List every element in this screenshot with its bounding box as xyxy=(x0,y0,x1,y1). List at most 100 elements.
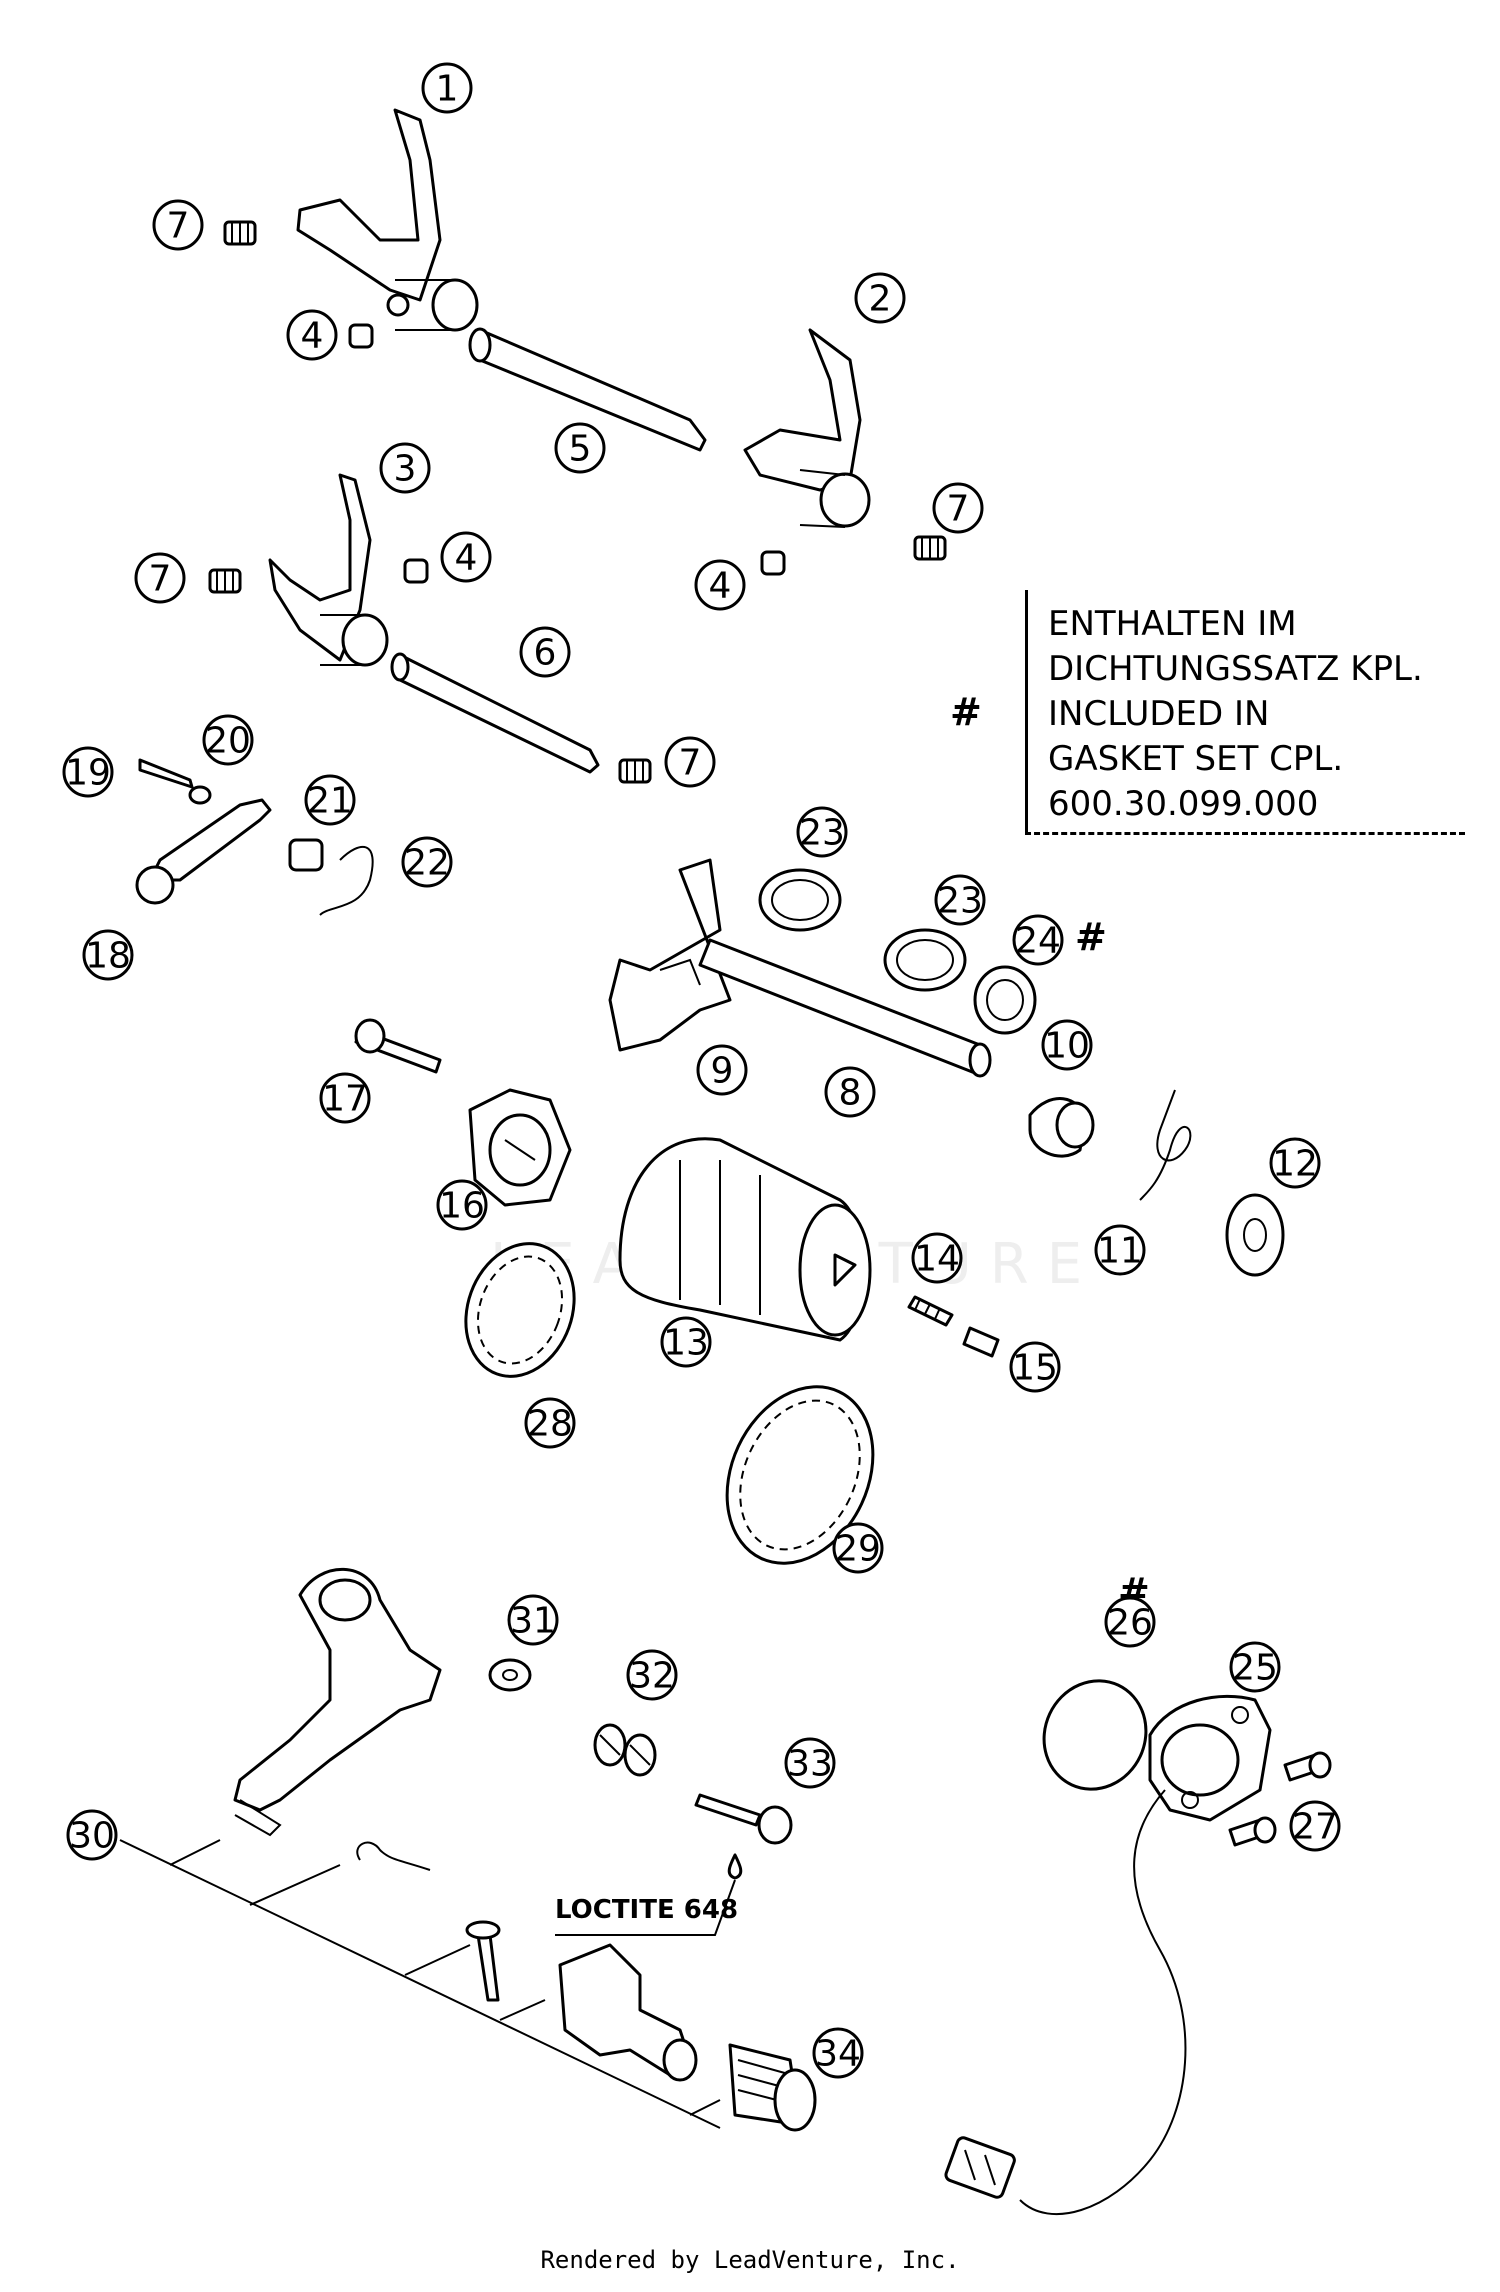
callout-6: 6 xyxy=(519,626,571,678)
callout-number: 33 xyxy=(787,1744,833,1785)
footer-credit: Rendered by LeadVenture, Inc. xyxy=(540,2246,960,2274)
callout-circle xyxy=(626,1649,678,1701)
callout-circle xyxy=(784,1737,836,1789)
callout-24: 24 xyxy=(1012,914,1064,966)
callout-number: 2 xyxy=(869,279,892,320)
callout-circle xyxy=(507,1594,559,1646)
callout-7a: 7 xyxy=(152,199,204,251)
callout-circle xyxy=(854,272,906,324)
callout-31: 31 xyxy=(507,1594,559,1646)
callout-circle xyxy=(832,1522,884,1574)
callout-number: 10 xyxy=(1044,1026,1090,1067)
callout-2: 2 xyxy=(854,272,906,324)
callout-10: 10 xyxy=(1041,1019,1093,1071)
callout-number: 7 xyxy=(167,206,190,247)
callout-number: 23 xyxy=(937,881,983,922)
callout-9: 9 xyxy=(696,1044,748,1096)
callout-number: 22 xyxy=(404,843,450,884)
callout-25: 25 xyxy=(1229,1641,1281,1693)
screw-part-17 xyxy=(354,1018,442,1074)
callout-number: 13 xyxy=(663,1323,709,1364)
callout-number: 19 xyxy=(65,753,111,794)
callout-number: 14 xyxy=(914,1239,960,1280)
callout-circle xyxy=(824,1066,876,1118)
callout-circle xyxy=(421,62,473,114)
callout-circle xyxy=(152,199,204,251)
note-line: DICHTUNGSSATZ KPL. xyxy=(1048,649,1423,689)
fork-shaft-part-6 xyxy=(390,652,600,774)
callout-8: 8 xyxy=(824,1066,876,1118)
callout-circle xyxy=(911,1232,963,1284)
shift-shaft-part-8 xyxy=(608,858,992,1078)
callout-circle xyxy=(696,1044,748,1096)
callout-4b: 4 xyxy=(440,531,492,583)
callout-number: 24 xyxy=(1015,921,1061,962)
callout-number: 4 xyxy=(709,566,732,607)
callout-number: 29 xyxy=(835,1529,881,1570)
callout-20: 20 xyxy=(202,714,254,766)
callout-circle xyxy=(1269,1137,1321,1189)
callout-number: 21 xyxy=(307,781,353,822)
callout-circle xyxy=(1094,1224,1146,1276)
callout-7b: 7 xyxy=(134,552,186,604)
callout-3: 3 xyxy=(379,442,431,494)
callout-12: 12 xyxy=(1269,1137,1321,1189)
callout-circle xyxy=(796,806,848,858)
callout-circle xyxy=(812,2027,864,2079)
callout-circle xyxy=(934,874,986,926)
spring-part-11 xyxy=(1139,1089,1192,1201)
callout-circle xyxy=(524,1397,576,1449)
shift-fork-part-1 xyxy=(296,108,479,332)
callout-circle xyxy=(554,422,606,474)
callout-circle xyxy=(66,1809,118,1861)
callout-number: 1 xyxy=(436,69,459,110)
callout-17: 17 xyxy=(319,1072,371,1124)
hash-mark-24: # xyxy=(1075,915,1107,959)
callout-number: 28 xyxy=(527,1404,573,1445)
callout-29: 29 xyxy=(832,1522,884,1574)
callout-number: 16 xyxy=(439,1186,485,1227)
shift-cam-part-16 xyxy=(468,1088,572,1207)
callout-7c: 7 xyxy=(932,482,984,534)
lock-washer-part-32 xyxy=(593,1723,657,1777)
locking-lever-parts-18-22 xyxy=(135,758,374,916)
callout-15: 15 xyxy=(1009,1341,1061,1393)
o-ring-part-26 xyxy=(1042,1679,1148,1791)
callout-number: 26 xyxy=(1107,1603,1153,1644)
callout-circle xyxy=(436,1179,488,1231)
note-line: 600.30.099.000 xyxy=(1048,784,1319,824)
callout-number: 7 xyxy=(149,559,172,600)
callout-circle xyxy=(440,531,492,583)
callout-number: 11 xyxy=(1097,1231,1143,1272)
callout-circle xyxy=(1289,1800,1341,1852)
callout-27: 27 xyxy=(1289,1800,1341,1852)
callout-circle xyxy=(519,626,571,678)
callout-number: 30 xyxy=(69,1816,115,1857)
callout-21: 21 xyxy=(304,774,356,826)
callout-number: 8 xyxy=(839,1073,862,1114)
callout-11: 11 xyxy=(1094,1224,1146,1276)
loctite-label: LOCTITE 648 xyxy=(555,1895,739,1925)
callout-circle xyxy=(379,442,431,494)
shift-fork-part-2 xyxy=(743,328,871,528)
callout-circle xyxy=(664,736,716,788)
fork-shaft-part-5 xyxy=(468,327,707,452)
callout-number: 4 xyxy=(301,316,324,357)
callout-circle xyxy=(134,552,186,604)
callout-number: 12 xyxy=(1272,1144,1318,1185)
spring-part-7 xyxy=(208,220,947,784)
screw-part-27 xyxy=(1228,1751,1332,1847)
callout-number: 20 xyxy=(205,721,251,762)
callout-circle xyxy=(62,746,114,798)
shift-tip-part xyxy=(558,1943,698,2082)
callout-number: 25 xyxy=(1232,1648,1278,1689)
callout-circle xyxy=(286,309,338,361)
clip-pin-parts xyxy=(356,1841,501,2002)
callout-number: 9 xyxy=(711,1051,734,1092)
roller-part-4 xyxy=(348,323,786,584)
shift-fork-part-3 xyxy=(268,473,389,667)
callout-circle xyxy=(319,1072,371,1124)
callout-number: 34 xyxy=(815,2034,861,2075)
callout-number: 17 xyxy=(322,1079,368,1120)
